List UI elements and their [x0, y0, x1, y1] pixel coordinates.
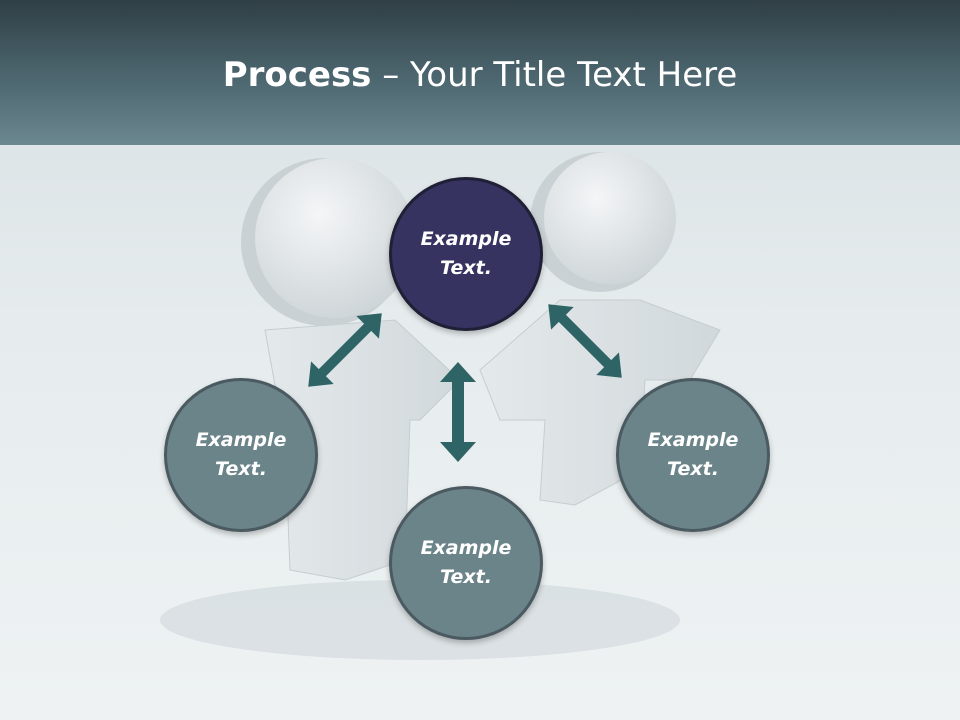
node-left: Example Text.: [164, 378, 318, 532]
title-banner: Process – Your Title Text Here: [0, 0, 960, 145]
node-right: Example Text.: [616, 378, 770, 532]
slide-title: Process – Your Title Text Here: [0, 52, 960, 98]
node-top: Example Text.: [389, 177, 543, 331]
node-bottom: Example Text.: [389, 486, 543, 640]
arrow-top-bottom: [440, 362, 476, 462]
title-rest: – Your Title Text Here: [371, 55, 738, 95]
title-bold: Process: [222, 55, 372, 95]
arrow-top-left: [308, 313, 382, 387]
arrow-top-right: [548, 304, 622, 378]
